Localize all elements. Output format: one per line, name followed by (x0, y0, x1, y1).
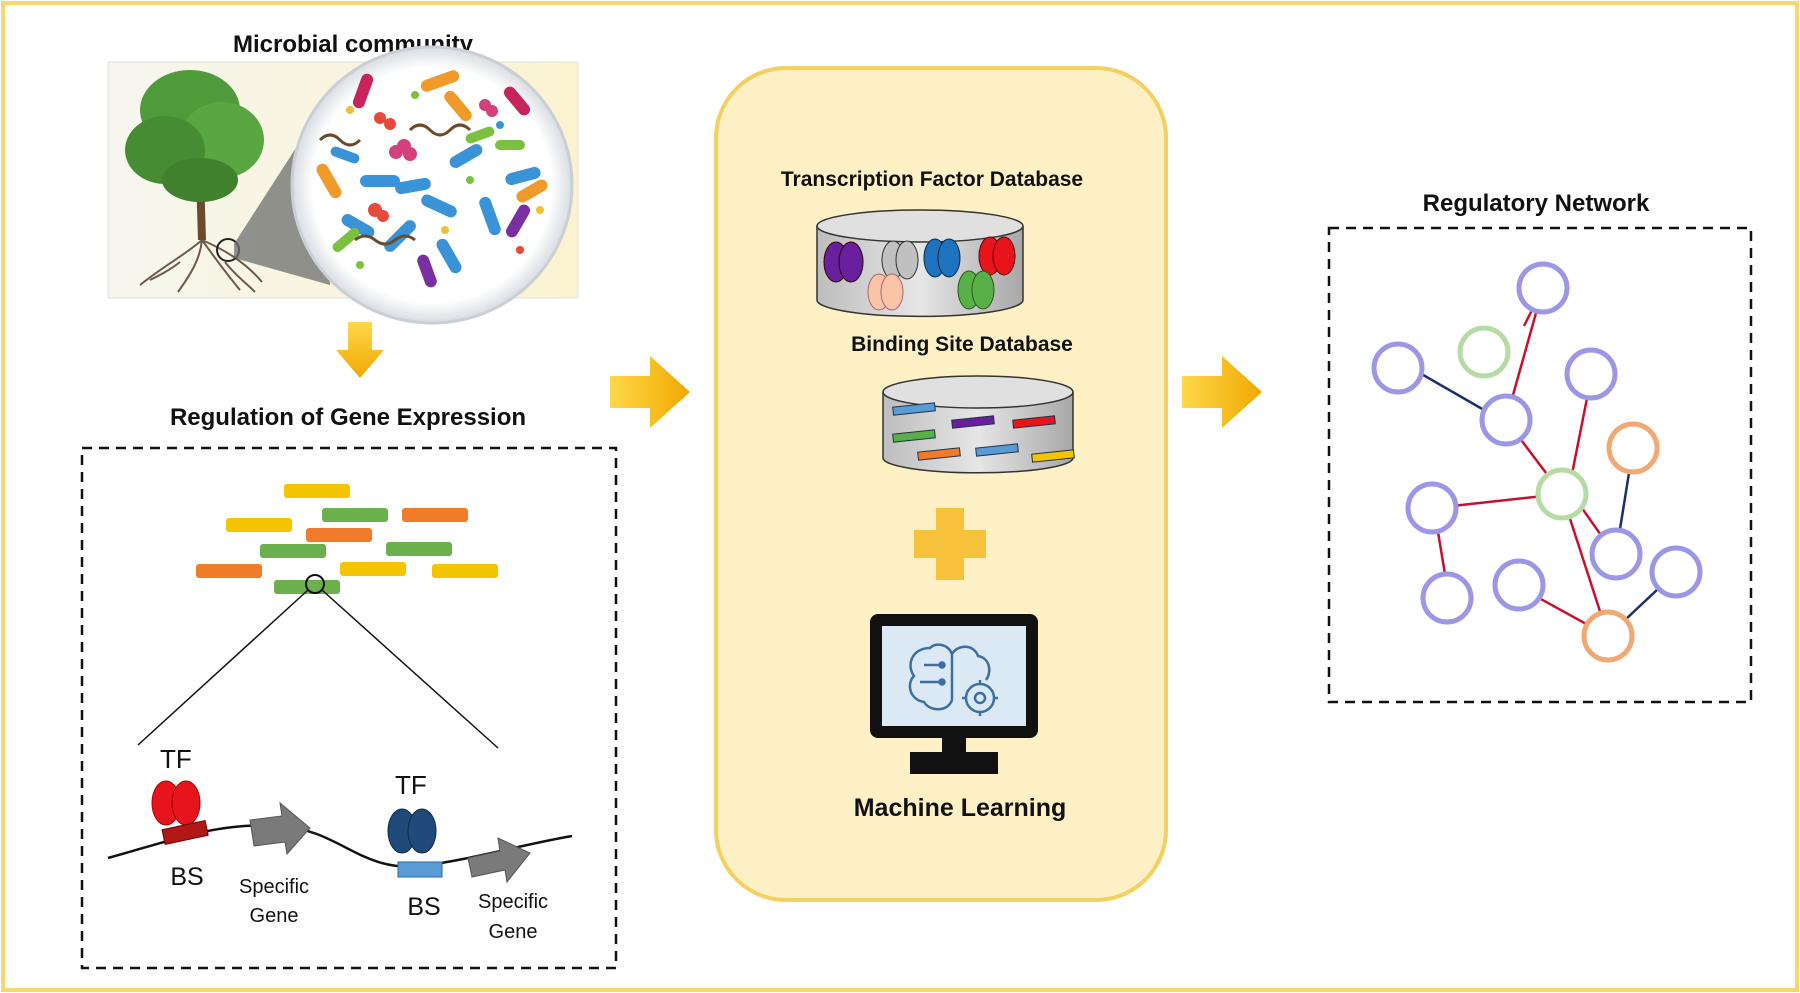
gene-label-1-line2: Gene (250, 905, 299, 927)
regulation-title: Regulation of Gene Expression (170, 404, 526, 431)
tf-database-title: Transcription Factor Database (781, 168, 1083, 191)
bs-label-2: BS (407, 893, 440, 921)
plus-icon (914, 508, 986, 580)
genome-fragments (196, 484, 498, 594)
microbial-community-image (107, 42, 579, 342)
machine-learning-title: Machine Learning (854, 794, 1067, 822)
binding-site-blue (397, 861, 443, 878)
network-box (1327, 226, 1753, 704)
tf-red-icon (151, 780, 201, 826)
tf-database-icon (816, 209, 1024, 318)
method-panel (714, 66, 1168, 902)
bs-label-1: BS (170, 863, 203, 891)
tf-navy-icon (387, 808, 437, 854)
tree-icon (125, 70, 264, 293)
right-arrow-icon-1 (610, 356, 690, 428)
right-arrow-icon-2 (1182, 356, 1262, 428)
down-arrow-icon (336, 322, 384, 378)
gene-label-2-line1: Specific (478, 891, 548, 913)
zoom-line-right (321, 589, 499, 749)
tf-label-1: TF (160, 744, 192, 774)
gene-label-2-line2: Gene (489, 921, 538, 943)
zoom-line-left (137, 589, 309, 746)
tf-label-2: TF (395, 770, 427, 800)
brain-gear-icon (908, 643, 998, 716)
bs-database-icon (882, 375, 1075, 474)
regulation-box (80, 446, 618, 970)
gene-arrow-icon-2 (467, 837, 531, 884)
bs-database-title: Binding Site Database (851, 333, 1073, 356)
binding-site-red (161, 819, 209, 845)
bacteria-cluster (316, 70, 548, 288)
gene-label-1-line1: Specific (239, 876, 309, 898)
gene-arrow-icon-1 (249, 801, 311, 856)
machine-learning-monitor-icon (870, 614, 1038, 774)
network-nodes (1371, 261, 1703, 663)
regulatory-network-title: Regulatory Network (1423, 190, 1650, 217)
